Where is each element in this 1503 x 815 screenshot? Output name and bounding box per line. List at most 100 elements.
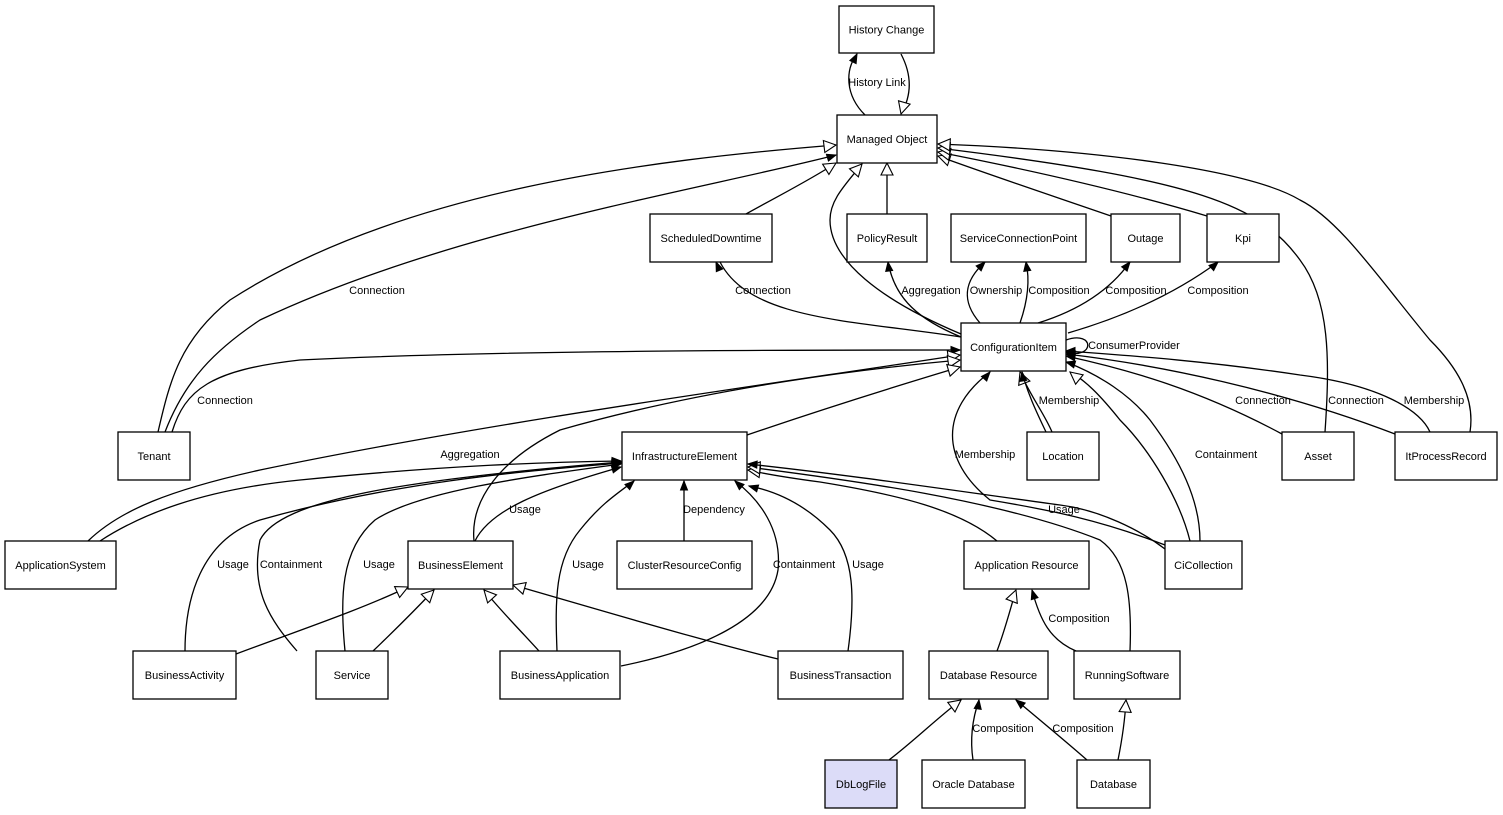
inheritance-arrowhead-icon (946, 354, 962, 369)
node-box[interactable] (407, 540, 514, 590)
node-ci-collection[interactable]: CiCollection (1164, 540, 1243, 590)
node-box[interactable] (4, 540, 117, 590)
node-business-element[interactable]: BusinessElement (407, 540, 514, 590)
edge-configuration_item-to-service_connection_point (1019, 260, 1032, 324)
edge-business_element-to-infrastructure_element (474, 465, 623, 542)
node-box[interactable] (621, 431, 748, 481)
node-it-process-record[interactable]: ItProcessRecord (1394, 431, 1498, 481)
node-history-change[interactable]: History Change (838, 5, 935, 54)
inheritance-edge-line (473, 359, 961, 542)
node-label: Application Resource (975, 560, 1079, 572)
association-edge-line (164, 154, 837, 433)
node-label: Location (1042, 451, 1084, 463)
edge-label: Connection (1235, 395, 1291, 407)
node-managed-object[interactable]: Managed Object (836, 114, 938, 164)
node-outage[interactable]: Outage (1110, 213, 1181, 263)
node-oracle-database[interactable]: Oracle Database (921, 759, 1026, 809)
node-box[interactable] (1164, 540, 1243, 590)
edge-configuration_item-to-scheduled_downtime (715, 260, 962, 338)
edge-location-to-configuration_item (1019, 370, 1047, 433)
node-box[interactable] (1073, 650, 1181, 700)
inheritance-arrowhead-icon (946, 363, 962, 378)
node-box[interactable] (616, 540, 753, 590)
node-box[interactable] (1206, 213, 1280, 263)
node-cluster-resource-config[interactable]: ClusterResourceConfig (616, 540, 753, 590)
node-box[interactable] (132, 650, 237, 700)
node-box[interactable] (824, 759, 898, 809)
node-box[interactable] (1110, 213, 1181, 263)
node-policy-result[interactable]: PolicyResult (846, 213, 928, 263)
association-arrowhead-icon (980, 370, 991, 382)
node-box[interactable] (950, 213, 1087, 263)
node-location[interactable]: Location (1026, 431, 1100, 481)
node-box[interactable] (838, 5, 935, 54)
edge-label: Usage (1048, 504, 1080, 516)
node-database[interactable]: Database (1076, 759, 1151, 809)
node-box[interactable] (499, 650, 621, 700)
node-business-application[interactable]: BusinessApplication (499, 650, 621, 700)
node-label: BusinessActivity (145, 670, 225, 682)
edge-label: Aggregation (901, 285, 960, 297)
edge-ci_collection-to-configuration_item (951, 370, 1166, 546)
association-arrowhead-icon (733, 480, 745, 491)
node-business-activity[interactable]: BusinessActivity (132, 650, 237, 700)
edge-configuration_item-to-outage (1037, 260, 1131, 324)
node-box[interactable] (921, 759, 1026, 809)
association-edge-line (99, 460, 622, 542)
node-scheduled-downtime[interactable]: ScheduledDowntime (649, 213, 773, 263)
node-label: Tenant (137, 451, 170, 463)
node-box[interactable] (315, 650, 389, 700)
node-box[interactable] (777, 650, 904, 700)
edge-label: Containment (1195, 449, 1257, 461)
edge-history_change-to-managed_object (897, 53, 912, 116)
edge-db_log_file-to-database_resource (888, 699, 962, 761)
node-box[interactable] (836, 114, 938, 164)
node-business-transaction[interactable]: BusinessTransaction (777, 650, 904, 700)
edge-label: Connection (197, 395, 253, 407)
node-tenant[interactable]: Tenant (117, 431, 191, 481)
inheritance-edge-line (747, 466, 1132, 652)
node-service[interactable]: Service (315, 650, 389, 700)
node-service-connection-point[interactable]: ServiceConnectionPoint (950, 213, 1087, 263)
edge-tenant-to-configuration_item (171, 345, 962, 433)
edge-ci_collection-to-configuration_item (1069, 371, 1191, 542)
node-box[interactable] (1076, 759, 1151, 809)
node-asset[interactable]: Asset (1281, 431, 1355, 481)
inheritance-edge-line (747, 469, 998, 542)
node-box[interactable] (960, 322, 1067, 372)
node-configuration-item[interactable]: ConfigurationItem (960, 322, 1067, 372)
node-box[interactable] (963, 540, 1090, 590)
edge-ci_collection-to-infrastructure_element (746, 460, 1166, 550)
node-box[interactable] (649, 213, 773, 263)
association-edge-line (748, 485, 853, 652)
node-running-software[interactable]: RunningSoftware (1073, 650, 1181, 700)
edge-kpi-to-managed_object (936, 147, 1208, 217)
association-edge-line (342, 463, 622, 652)
edge-service-to-business_element (372, 589, 435, 652)
edge-tenant-to-managed_object (157, 139, 838, 433)
edge-database-to-database_resource (1014, 699, 1088, 761)
node-box[interactable] (117, 431, 191, 481)
edge-database-to-running_software (1117, 698, 1132, 761)
node-box[interactable] (1281, 431, 1355, 481)
edge-ci_collection-to-configuration_item (1064, 360, 1201, 542)
node-application-resource[interactable]: Application Resource (963, 540, 1090, 590)
edge-label: Dependency (683, 504, 745, 516)
association-edge-line (1065, 355, 1283, 435)
edge-business_application-to-infrastructure_element (555, 480, 636, 652)
node-box[interactable] (1026, 431, 1100, 481)
node-box[interactable] (1394, 431, 1498, 481)
association-arrowhead-icon (1120, 260, 1131, 273)
node-infrastructure-element[interactable]: InfrastructureElement (621, 431, 748, 481)
node-application-system[interactable]: ApplicationSystem (4, 540, 117, 590)
edge-scheduled_downtime-to-managed_object (745, 162, 838, 215)
node-label: ScheduledDowntime (661, 233, 762, 245)
node-kpi[interactable]: Kpi (1206, 213, 1280, 263)
node-box[interactable] (928, 650, 1049, 700)
node-label: History Change (849, 24, 925, 36)
node-label: Kpi (1235, 233, 1251, 245)
node-db-log-file[interactable]: DbLogFile (824, 759, 898, 809)
edge-label: History Link (848, 77, 906, 89)
node-box[interactable] (846, 213, 928, 263)
node-database-resource[interactable]: Database Resource (928, 650, 1049, 700)
